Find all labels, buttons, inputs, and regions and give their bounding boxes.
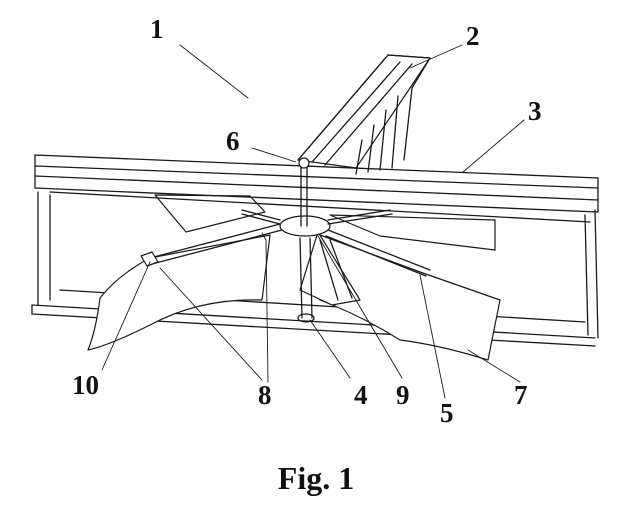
callout-5: 5 <box>440 398 454 428</box>
callout-1: 1 <box>150 14 164 44</box>
callout-2: 2 <box>466 21 480 51</box>
lower-support <box>297 231 361 323</box>
front-left-sail <box>87 234 271 351</box>
leader-lines <box>101 44 525 399</box>
rear-sail <box>154 194 496 251</box>
central-hub <box>279 215 331 237</box>
vertical-shaft <box>298 157 310 227</box>
callout-4: 4 <box>354 380 368 410</box>
inclined-beam <box>297 54 431 175</box>
callout-9: 9 <box>396 380 410 410</box>
callout-7: 7 <box>514 380 528 410</box>
callout-10: 10 <box>72 370 99 400</box>
callout-6: 6 <box>226 126 240 156</box>
callout-3: 3 <box>528 96 542 126</box>
rotor-arms <box>140 209 431 277</box>
figure-caption: Fig. 1 <box>277 460 355 496</box>
callout-8: 8 <box>258 380 272 410</box>
